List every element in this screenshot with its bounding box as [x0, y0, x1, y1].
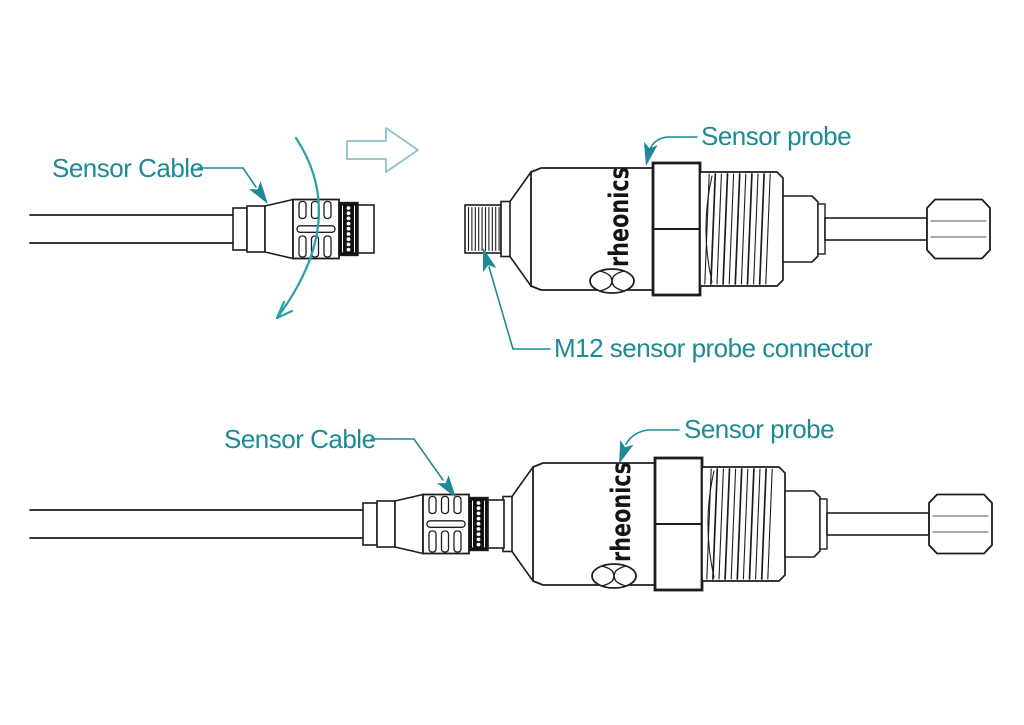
sensor-cable-label-bottom: Sensor Cable — [224, 424, 376, 454]
sensor-cable-drawing-top — [29, 214, 234, 244]
leader-lines — [197, 136, 698, 498]
cable-connector-drawing-bottom — [362, 493, 505, 555]
sensor-probe-label-top: Sensor probe — [701, 121, 852, 151]
rheonics-brand-text: rheonics — [606, 462, 637, 562]
sensor-probe-drawing-bottom: rheonics — [502, 456, 993, 592]
sensor-cable-label-top: Sensor Cable — [52, 153, 204, 183]
rheonics-brand-text: rheonics — [604, 167, 635, 267]
m12-connector-label: M12 sensor probe connector — [554, 333, 872, 363]
sensor-cable-drawing-bottom — [29, 509, 364, 539]
insert-direction-arrow-icon — [346, 127, 419, 173]
cable-connector-drawing-top — [232, 198, 375, 260]
sensor-probe-label-bottom: Sensor probe — [684, 414, 835, 444]
sensor-probe-drawing-top: rheonics — [464, 161, 991, 297]
rotation-arc-icon — [275, 136, 320, 320]
